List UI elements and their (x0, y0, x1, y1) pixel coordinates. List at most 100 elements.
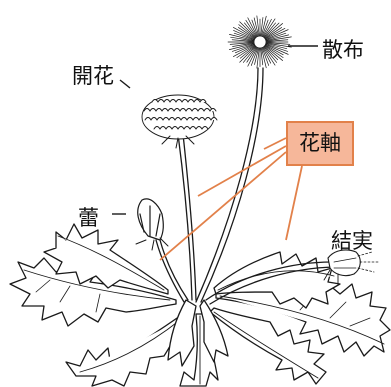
pappus-bristle (256, 46, 260, 69)
flower-petal (165, 126, 173, 130)
flower-petal (203, 108, 211, 112)
seed-head (227, 15, 292, 69)
pappus-bristle (239, 45, 257, 59)
pappus-bristle (263, 23, 283, 39)
pappus-bristle (253, 17, 260, 38)
flower-petal (186, 117, 194, 121)
pappus-bristle (260, 46, 264, 66)
flower-petal (157, 99, 165, 103)
flower-petal (198, 117, 206, 121)
pappus-bristle (231, 39, 255, 42)
pappus-bristle (229, 34, 255, 41)
open-flower (141, 94, 218, 149)
seedhead-stem (195, 67, 264, 303)
stems (155, 67, 335, 305)
pappus-bristle (260, 17, 264, 38)
pappus-bristle (262, 45, 278, 63)
flower-petal (171, 126, 179, 130)
pappus-bristle (263, 22, 280, 39)
seed-head-core (253, 35, 267, 49)
pappus-bristle (265, 42, 291, 45)
flower-petal (180, 117, 188, 121)
flower-petal (175, 99, 183, 103)
callout-flower-stalk: 花軸 (286, 121, 354, 166)
flower-petal (173, 108, 181, 112)
flower-petal (199, 99, 207, 103)
pappus-bristle (265, 43, 288, 50)
callout-line-4 (285, 165, 303, 241)
flower-petal (162, 117, 170, 121)
flower-petal (163, 99, 171, 103)
pappus-bristle (256, 15, 260, 38)
bud (135, 198, 169, 251)
pappus-bristle (262, 18, 276, 38)
pappus-bristle (261, 46, 272, 64)
pappus-bristle (263, 45, 283, 61)
pappus-bristle (265, 34, 290, 41)
flower-petal (177, 126, 185, 130)
pappus-bristle (264, 44, 284, 56)
flower-stem (177, 133, 197, 301)
pappus-bristle (233, 30, 256, 40)
pappus-bristle (260, 15, 267, 38)
label-flower-stalk: 花軸 (299, 131, 341, 155)
pappus-bristle (264, 44, 289, 55)
pappus-bristle (247, 46, 259, 67)
pappus-bristle (261, 46, 270, 66)
flower-petal (151, 99, 159, 103)
flower-petal (155, 108, 163, 112)
flower-petal (193, 99, 201, 103)
fruiting-stem (205, 261, 335, 305)
pappus-bristle (264, 27, 286, 40)
pappus-bristle (230, 36, 255, 42)
pappus-bristle (261, 19, 269, 38)
callout-line-3 (159, 151, 287, 261)
pappus-bristle (265, 36, 292, 42)
pappus-bristle (245, 19, 258, 38)
pappus-bristle (231, 43, 255, 52)
flower-petal (185, 108, 193, 112)
callout-line-1 (263, 137, 287, 150)
leader-lines (112, 45, 318, 215)
flower-petal (168, 117, 176, 121)
pappus-bristle (238, 27, 256, 40)
pappus-bristle (263, 45, 279, 61)
flower-petal (191, 108, 199, 112)
pappus-bristle (232, 42, 255, 47)
pappus-bristle (234, 44, 256, 54)
pappus-bristle (229, 42, 255, 45)
label-open-flower: 開花 (72, 64, 114, 88)
flower-petal (159, 126, 167, 130)
flower-petal (201, 126, 209, 130)
label-dispersal: 散布 (322, 38, 364, 62)
pappus-bristle (260, 46, 267, 69)
bud-stem (155, 239, 189, 303)
pappus-bristle (239, 45, 257, 63)
flower-petal (169, 99, 177, 103)
fruiting-head (323, 249, 379, 285)
pappus-bristle (264, 29, 289, 40)
pappus-bristle (236, 44, 256, 58)
pappus-bristle (251, 19, 259, 38)
flower-petal (181, 99, 189, 103)
flower-petal (156, 117, 164, 121)
flower-petal (210, 117, 218, 121)
leaf-center (167, 299, 197, 367)
pappus-bristle (233, 27, 256, 40)
flower-petal (153, 126, 161, 130)
pappus-bristle (239, 21, 257, 39)
leader-open-flower (119, 79, 131, 89)
pappus-bristle (250, 46, 259, 66)
pappus-bristle (261, 18, 272, 38)
pappus-bristle (264, 27, 282, 40)
pappus-bristle (262, 46, 276, 66)
pappus-bristle (233, 44, 256, 57)
flower-petal (179, 108, 187, 112)
pappus-bristle (265, 42, 292, 48)
flower-petal (144, 117, 152, 121)
flower-petal (187, 99, 195, 103)
pappus-bristle (233, 32, 255, 41)
flower-petal (195, 126, 203, 130)
